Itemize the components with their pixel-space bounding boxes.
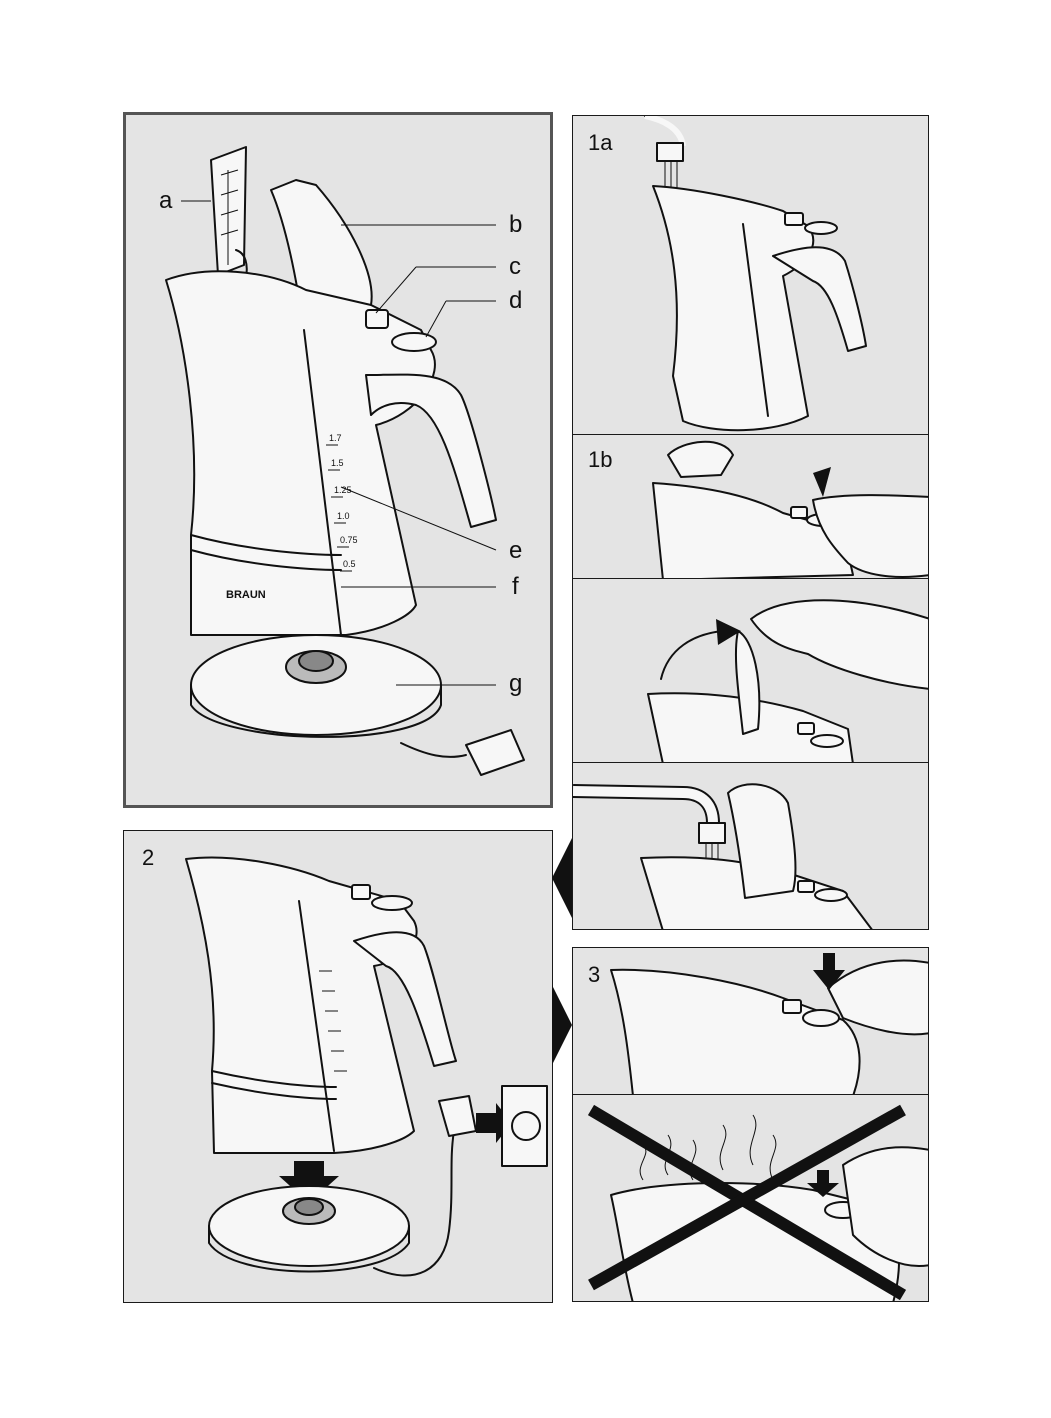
cross-line (588, 1104, 906, 1291)
sequence-arrow (552, 838, 572, 918)
overview-panel: a b c d e f g BRAUN 1.7 1.5 1.25 1.0 0.7… (123, 112, 553, 808)
scale-mark: 1.5 (331, 458, 344, 468)
step-3-panel: 3 (572, 947, 929, 1095)
kettle-overview-drawing (165, 146, 525, 776)
opening-lid (667, 440, 734, 478)
sequence-arrow (552, 985, 572, 1065)
power-cord (373, 1130, 455, 1277)
callout-d: d (509, 287, 523, 314)
kettle-body (652, 185, 815, 432)
base-ring (190, 534, 342, 556)
callout-c: c (509, 253, 521, 280)
limescale-filter (210, 146, 247, 276)
power-cord (400, 742, 467, 758)
callout-b: b (509, 211, 523, 238)
fill-open-kettle-drawing (573, 783, 873, 929)
no-lid-open-warning-drawing (587, 1104, 928, 1301)
tap-nozzle (698, 822, 726, 844)
place-on-base-drawing (185, 856, 548, 1277)
scale-mark: 1.7 (329, 433, 342, 443)
on-off-switch (391, 332, 437, 352)
step-number: 2 (142, 845, 155, 870)
warning-panel (572, 1094, 929, 1302)
step-2-panel: 2 (123, 830, 553, 1303)
kettle-lid (727, 783, 797, 899)
on-off-switch (802, 1009, 840, 1027)
lift-arrow (716, 619, 741, 645)
kettle-handle (772, 246, 867, 352)
scale-mark: 1.25 (334, 485, 352, 495)
press-lid-button-drawing (652, 440, 928, 578)
callout-f: f (512, 573, 519, 600)
hand (812, 494, 928, 578)
callout-a: a (159, 187, 173, 214)
power-plug (465, 729, 525, 776)
on-off-switch (371, 895, 413, 911)
fill-under-tap-drawing (644, 116, 867, 432)
press-arrow (807, 1170, 839, 1197)
press-arrow (813, 467, 831, 497)
step-number: 1a (588, 130, 613, 155)
kettle-lid (734, 630, 761, 735)
tap-nozzle (656, 142, 684, 162)
step-1b-fill-panel (572, 762, 929, 930)
lid-release-button (365, 309, 389, 329)
switch-on-drawing (610, 953, 928, 1094)
callout-e: e (509, 537, 523, 564)
step-1b-panel: 1b (572, 434, 929, 579)
kettle-body (610, 968, 861, 1094)
scale-mark: 0.75 (340, 535, 358, 545)
water-level-window (303, 329, 342, 636)
place-down-arrow (279, 1161, 339, 1203)
press-arrow (813, 953, 845, 990)
step-number: 1b (588, 447, 613, 472)
callout-g: g (509, 670, 523, 697)
kettle-handle (353, 931, 457, 1067)
brand-logo: BRAUN (226, 589, 266, 601)
step-1b-lid-open-panel (572, 578, 929, 763)
kettle-handle (365, 373, 497, 528)
step-number: 3 (588, 962, 601, 987)
lift-lid-drawing (647, 599, 928, 762)
hand (827, 959, 928, 1036)
scale-mark: 1.0 (337, 511, 350, 521)
hand (842, 1146, 928, 1267)
hand (750, 599, 928, 690)
power-plug (438, 1095, 477, 1137)
kettle-body (185, 856, 418, 1154)
kettle-body (165, 270, 436, 636)
scale-mark: 0.5 (343, 559, 356, 569)
step-1a-panel: 1a (572, 115, 929, 435)
